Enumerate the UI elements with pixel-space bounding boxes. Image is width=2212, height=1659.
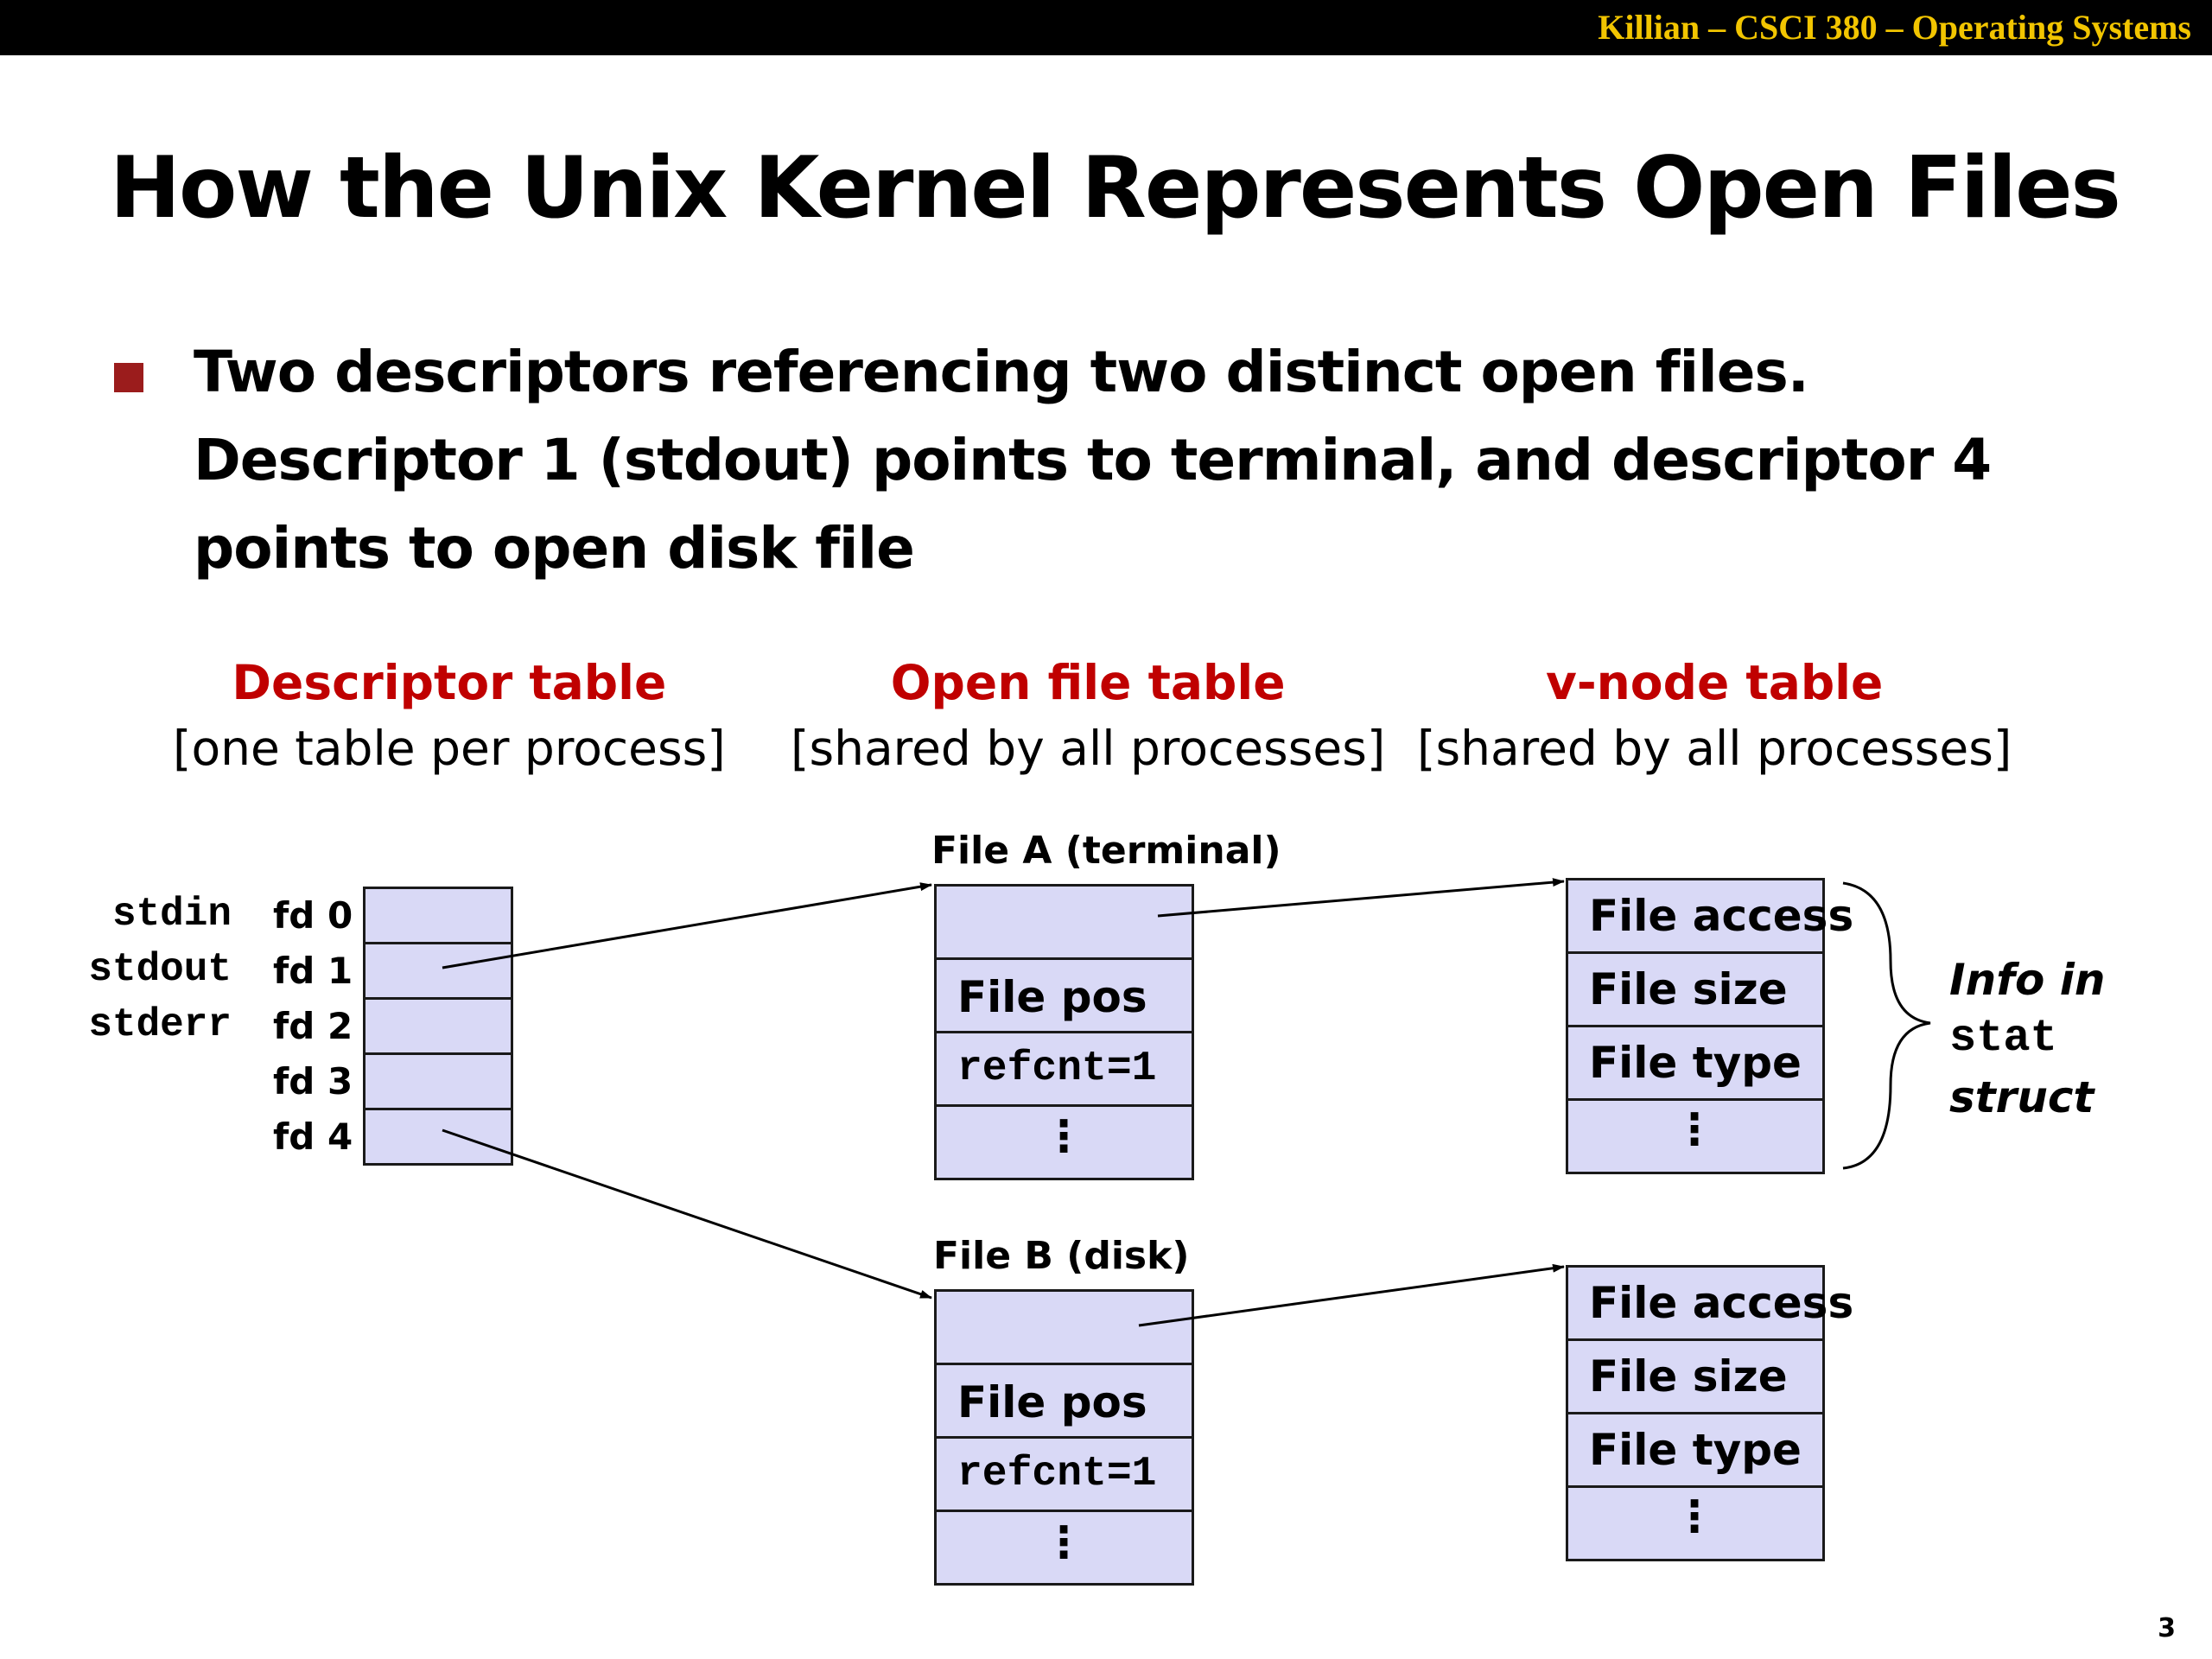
vnode-a-size: File size xyxy=(1589,964,1788,1014)
arrow-file-a-to-vnode-a xyxy=(1157,878,1565,918)
stat-brace-icon xyxy=(1842,881,1931,1170)
stream-stderr: stderr xyxy=(88,1002,232,1047)
stream-stdout: stdout xyxy=(88,947,232,992)
bullet-text: Two descriptors referencing two distinct… xyxy=(194,339,1992,582)
arrow-file-b-to-vnode-b xyxy=(1138,1263,1565,1327)
file-b-more-cell xyxy=(934,1510,1194,1586)
fd-label-4: fd 4 xyxy=(273,1116,353,1158)
file-a-refcnt: refcnt=1 xyxy=(957,1046,1157,1092)
open-file-table-subtitle: [shared by all processes] xyxy=(791,721,1386,776)
vnode-b-access: File access xyxy=(1589,1278,1854,1328)
vnode-b-size: File size xyxy=(1589,1351,1788,1402)
header-bar: Killian – CSCI 380 – Operating Systems xyxy=(0,0,2212,55)
vnode-a-type-cell xyxy=(1566,1025,1825,1101)
descriptor-cell-2 xyxy=(363,997,513,1055)
course-header: Killian – CSCI 380 – Operating Systems xyxy=(1598,8,2191,47)
bullet-square-icon xyxy=(114,363,143,392)
vnode-a-more-cell xyxy=(1566,1098,1825,1174)
descriptor-cell-4 xyxy=(363,1108,513,1166)
file-a-pos-label: File pos xyxy=(957,972,1147,1022)
stat-info-line3: struct xyxy=(1949,1072,2094,1122)
descriptor-table-title: Descriptor table xyxy=(232,655,667,710)
page-number: 3 xyxy=(2158,1613,2176,1643)
vnode-b-type: File type xyxy=(1589,1425,1802,1475)
stat-info-line2: stat xyxy=(1949,1013,2057,1064)
file-a-pos-cell xyxy=(934,957,1194,1033)
file-a-label: File A (terminal) xyxy=(931,829,1281,873)
file-b-pos-cell xyxy=(934,1363,1194,1439)
file-b-pointer-cell xyxy=(934,1289,1194,1365)
stat-info-line1: Info in xyxy=(1949,955,2106,1005)
vnode-table-title: v-node table xyxy=(1545,655,1884,710)
descriptor-table-subtitle: [one table per process] xyxy=(173,721,726,776)
vnode-a-access: File access xyxy=(1589,891,1854,941)
descriptor-cell-0 xyxy=(363,887,513,944)
slide-title: How the Unix Kernel Represents Open File… xyxy=(110,139,2121,238)
fd-label-3: fd 3 xyxy=(273,1060,353,1103)
fd-label-2: fd 2 xyxy=(273,1005,353,1047)
open-file-table-heading: Open file table [shared by all processes… xyxy=(791,650,1385,781)
stream-stdin: stdin xyxy=(111,892,232,937)
stat-info-note: Info in stat struct xyxy=(1949,950,2105,1127)
fd-label-0: fd 0 xyxy=(273,894,353,937)
file-a-pointer-cell xyxy=(934,884,1194,960)
file-a-more-cell xyxy=(934,1104,1194,1180)
arrow-fd4-to-file-b xyxy=(442,1128,932,1300)
file-b-label: File B (disk) xyxy=(933,1234,1190,1278)
vnode-b-type-cell xyxy=(1566,1412,1825,1488)
vnode-table-heading: v-node table [shared by all processes] xyxy=(1417,650,2012,781)
file-b-refcnt: refcnt=1 xyxy=(957,1451,1157,1497)
fd-label-1: fd 1 xyxy=(273,950,353,992)
vnode-a-type: File type xyxy=(1589,1038,1802,1088)
descriptor-cell-3 xyxy=(363,1052,513,1110)
arrow-fd1-to-file-a xyxy=(442,882,932,969)
descriptor-table-heading: Descriptor table [one table per process] xyxy=(173,650,726,781)
open-file-table-title: Open file table xyxy=(890,655,1286,710)
vnode-b-more-cell xyxy=(1566,1485,1825,1561)
file-b-pos-label: File pos xyxy=(957,1377,1147,1427)
vnode-table-subtitle: [shared by all processes] xyxy=(1417,721,2012,776)
